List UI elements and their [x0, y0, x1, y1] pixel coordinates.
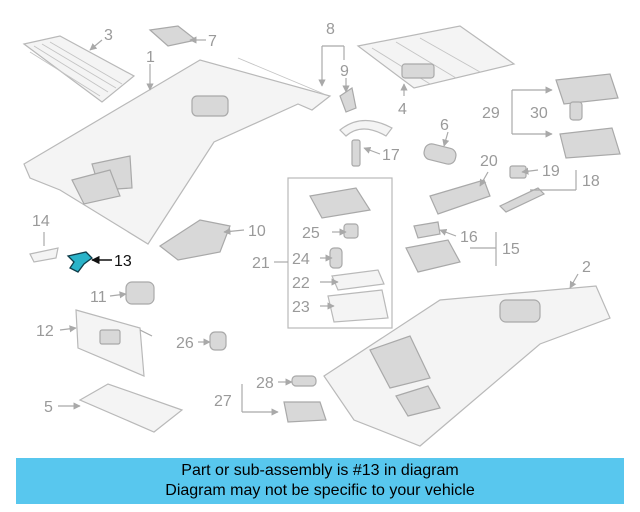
label-11: 11: [90, 289, 107, 306]
part-7-pad: [148, 25, 198, 47]
part-29-30-lamps: [511, 73, 621, 159]
label-1: 1: [146, 49, 155, 66]
part-2-headliner: [323, 285, 611, 447]
part-4-panel: [356, 25, 516, 89]
label-23: 23: [292, 299, 310, 316]
label-3: 3: [104, 27, 113, 44]
label-29: 29: [482, 105, 500, 122]
label-25: 25: [302, 225, 320, 242]
label-18: 18: [582, 173, 600, 190]
part-26-knob: [209, 331, 227, 351]
label-26: 26: [176, 335, 194, 352]
label-8: 8: [326, 21, 335, 38]
part-6-ring: [423, 143, 457, 165]
banner-line-part: Part or sub-assembly is #13 in diagram: [181, 462, 459, 479]
label-19: 19: [542, 163, 560, 180]
part-10-console: [158, 219, 231, 261]
label-7: 7: [208, 33, 217, 50]
part-11-light: [125, 281, 155, 305]
label-21: 21: [252, 255, 270, 272]
banner-line-disclaimer: Diagram may not be specific to your vehi…: [165, 482, 475, 499]
info-banner: Part or sub-assembly is #13 in diagram D…: [16, 458, 624, 504]
label-4: 4: [398, 101, 407, 118]
label-5: 5: [44, 399, 53, 416]
part-3-pad: [22, 35, 136, 103]
label-13: 13: [114, 253, 132, 270]
part-5-frame: [78, 383, 184, 433]
part-15-16-lamps: [405, 221, 497, 273]
label-17: 17: [382, 147, 400, 164]
part-12-visor: [75, 309, 153, 377]
label-30: 30: [530, 105, 548, 122]
label-6: 6: [440, 117, 449, 134]
label-14: 14: [32, 213, 50, 230]
label-28: 28: [256, 375, 274, 392]
label-24: 24: [292, 251, 310, 268]
part-8-9-bracket: [318, 45, 357, 113]
label-20: 20: [480, 153, 498, 170]
part-27-28-lamps: [241, 375, 327, 423]
label-9: 9: [340, 63, 349, 80]
label-16: 16: [460, 229, 478, 246]
part-1-headliner: [23, 57, 332, 245]
part-17-handle: [339, 119, 393, 167]
part-13-clip-highlighted: [66, 251, 93, 273]
part-18-20-lamps: [429, 165, 577, 215]
label-27: 27: [214, 393, 232, 410]
parts-diagram: 3 7 1 8 9 4 29 30 6 17 20 19 18 14 10 25…: [22, 21, 621, 447]
part-14-clip: [29, 232, 59, 263]
label-2: 2: [582, 259, 591, 276]
label-15: 15: [502, 241, 520, 258]
label-12: 12: [36, 323, 54, 340]
label-22: 22: [292, 275, 310, 292]
label-10: 10: [248, 223, 266, 240]
